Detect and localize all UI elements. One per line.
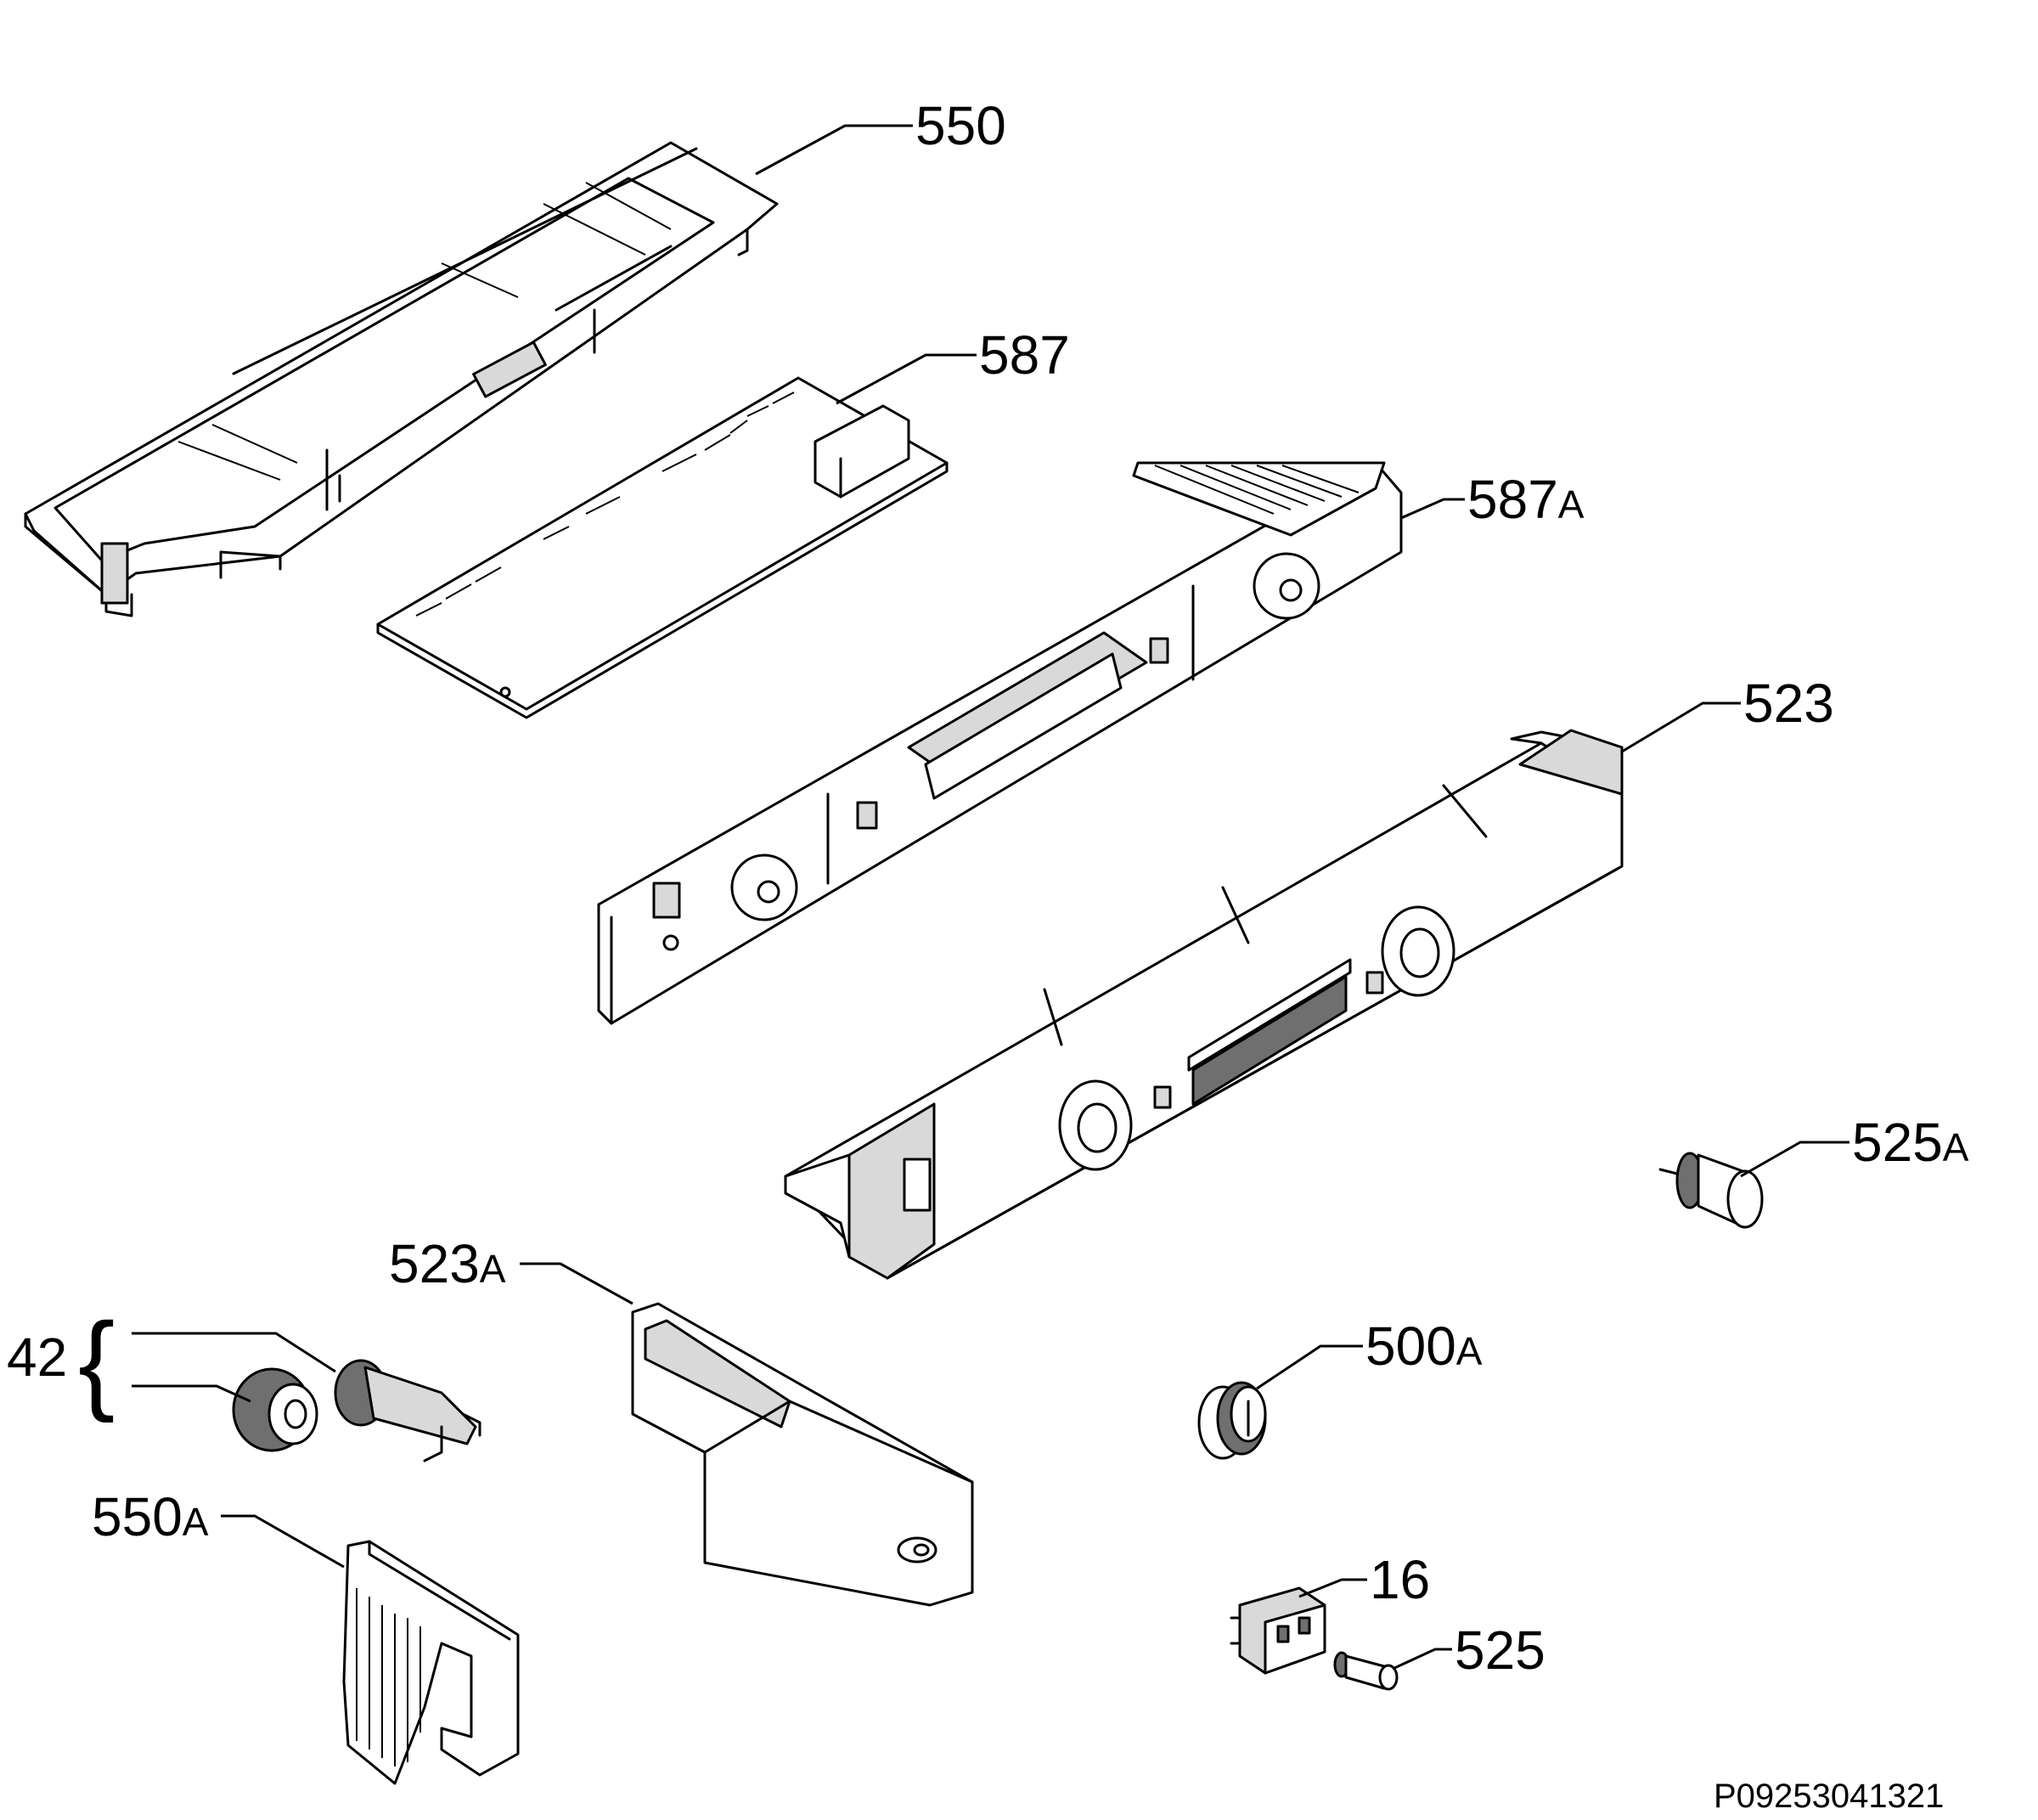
callout-525: 525	[1455, 1620, 1545, 1681]
part-16-switch	[1230, 1586, 1326, 1675]
part-525-lamp	[1333, 1651, 1399, 1691]
part-523A-lens-cover	[631, 1302, 974, 1607]
part-500A-knob	[1197, 1381, 1267, 1460]
callout-523A: 523A	[389, 1233, 506, 1294]
callout-587A: 587A	[1467, 469, 1585, 530]
part-587-circuit-board	[376, 376, 949, 719]
callout-16: 16	[1370, 1549, 1430, 1610]
part-550-top-frame	[24, 141, 779, 617]
leader-lines	[132, 124, 1849, 1671]
drawing-code: P09253041321	[1714, 1778, 1944, 1815]
callout-42: 42	[7, 1327, 67, 1388]
callout-550A: 550A	[92, 1486, 209, 1547]
part-42-lamp-socket	[232, 1359, 481, 1462]
brace: {	[78, 1299, 115, 1423]
part-587A-control-board	[597, 461, 1403, 1025]
part-523-control-housing	[784, 729, 1624, 1280]
callout-550: 550	[915, 95, 1006, 156]
callout-525A: 525A	[1852, 1112, 1969, 1173]
part-550A-end-cap	[342, 1540, 520, 1785]
part-525A-knob-shaft	[1658, 1152, 1764, 1229]
callout-labels: 550 587 587A 523 525A 523A 42 { 500A 550…	[7, 95, 1969, 1681]
callout-500A: 500A	[1365, 1316, 1483, 1377]
callout-587: 587	[979, 324, 1070, 386]
callout-523: 523	[1743, 673, 1834, 734]
